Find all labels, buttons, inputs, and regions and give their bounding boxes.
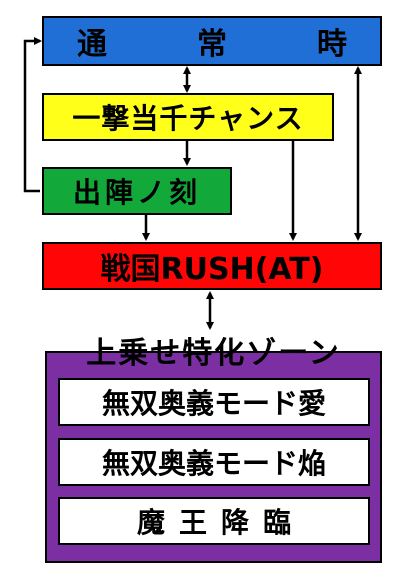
state-ikkitousen-chance: 一撃当千チャンス — [42, 93, 334, 141]
state-normal-label: 通 常 時 — [77, 27, 377, 62]
zone-item-maou-kourin: 魔王降臨 — [58, 497, 370, 545]
zone-item-homura: 無双奥義モード焔 — [58, 438, 370, 486]
arrow-shutsujin-to-normal — [23, 37, 42, 193]
state-normal: 通 常 時 — [42, 16, 382, 66]
state-shutsujin-label: 出陣ノ刻 — [72, 176, 201, 209]
state-sengoku-rush: 戦国RUSH(AT) — [42, 242, 382, 290]
state-shutsujin: 出陣ノ刻 — [42, 167, 232, 215]
state-rush-label: 戦国RUSH(AT) — [100, 252, 324, 287]
state-ikkitousen-label: 一撃当千チャンス — [72, 102, 304, 135]
zone-title: 上乗せ特化ゾーン — [86, 336, 341, 371]
zone-item-ai: 無双奥義モード愛 — [58, 378, 370, 426]
